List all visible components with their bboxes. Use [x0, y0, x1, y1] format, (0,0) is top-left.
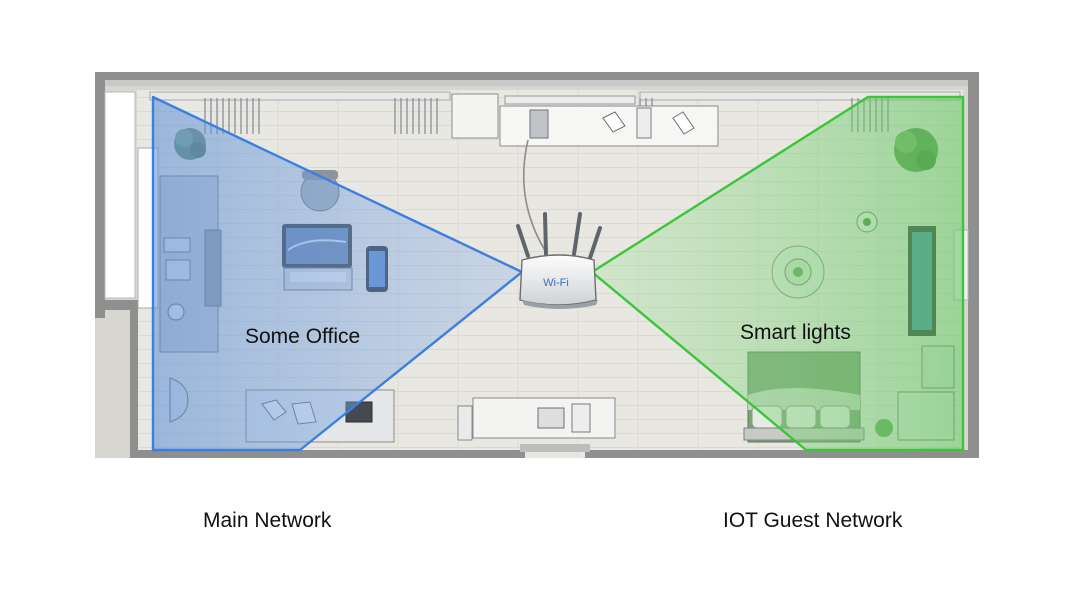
wifi-router-icon	[516, 212, 602, 309]
iot-network-caption: IOT Guest Network	[723, 509, 903, 532]
bottom-counter	[457, 397, 616, 441]
top-desk	[451, 93, 719, 147]
router-cable	[522, 139, 547, 253]
iot-zone-label: Smart lights	[740, 321, 851, 344]
main-zone-label: Some Office	[245, 325, 360, 348]
main-network-caption: Main Network	[203, 509, 332, 532]
router-label: Wi-Fi	[543, 277, 569, 289]
main-network-zone	[151, 95, 524, 452]
iot-network-zone	[590, 95, 965, 452]
